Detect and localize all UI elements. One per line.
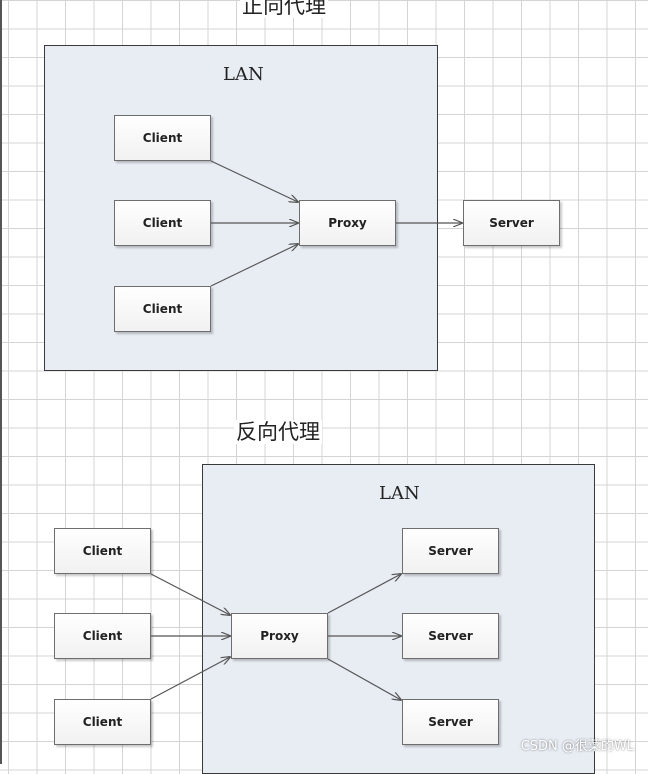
reverse-client-node-3: Client — [54, 699, 151, 745]
forward-client-node-1: Client — [114, 115, 211, 161]
reverse-server-node-1: Server — [402, 528, 499, 574]
reverse-arrow-client3-proxy — [150, 657, 230, 700]
forward-proxy-title: 正向代理 — [240, 0, 328, 18]
forward-arrow-client1-proxy — [210, 160, 298, 202]
reverse-server-node-2: Server — [402, 613, 499, 659]
reverse-lan-label: LAN — [379, 483, 420, 504]
reverse-client-node-2: Client — [54, 613, 151, 659]
reverse-client-node-1: Client — [54, 528, 151, 574]
forward-lan-label: LAN — [223, 64, 264, 85]
csdn-watermark: CSDN @很菜的WL — [520, 739, 634, 754]
forward-client-node-2: Client — [114, 200, 211, 246]
page-left-edge — [0, 0, 2, 764]
reverse-server-node-3: Server — [402, 699, 499, 745]
reverse-arrow-client1-proxy — [150, 573, 230, 615]
forward-server-node: Server — [463, 200, 560, 246]
reverse-arrow-proxy-server1 — [327, 574, 401, 614]
reverse-arrow-proxy-server3 — [327, 658, 401, 700]
forward-arrow-client3-proxy — [210, 244, 298, 287]
reverse-proxy-node: Proxy — [231, 613, 328, 659]
reverse-proxy-title: 反向代理 — [234, 420, 322, 444]
forward-client-node-3: Client — [114, 286, 211, 332]
forward-proxy-node: Proxy — [299, 200, 396, 246]
